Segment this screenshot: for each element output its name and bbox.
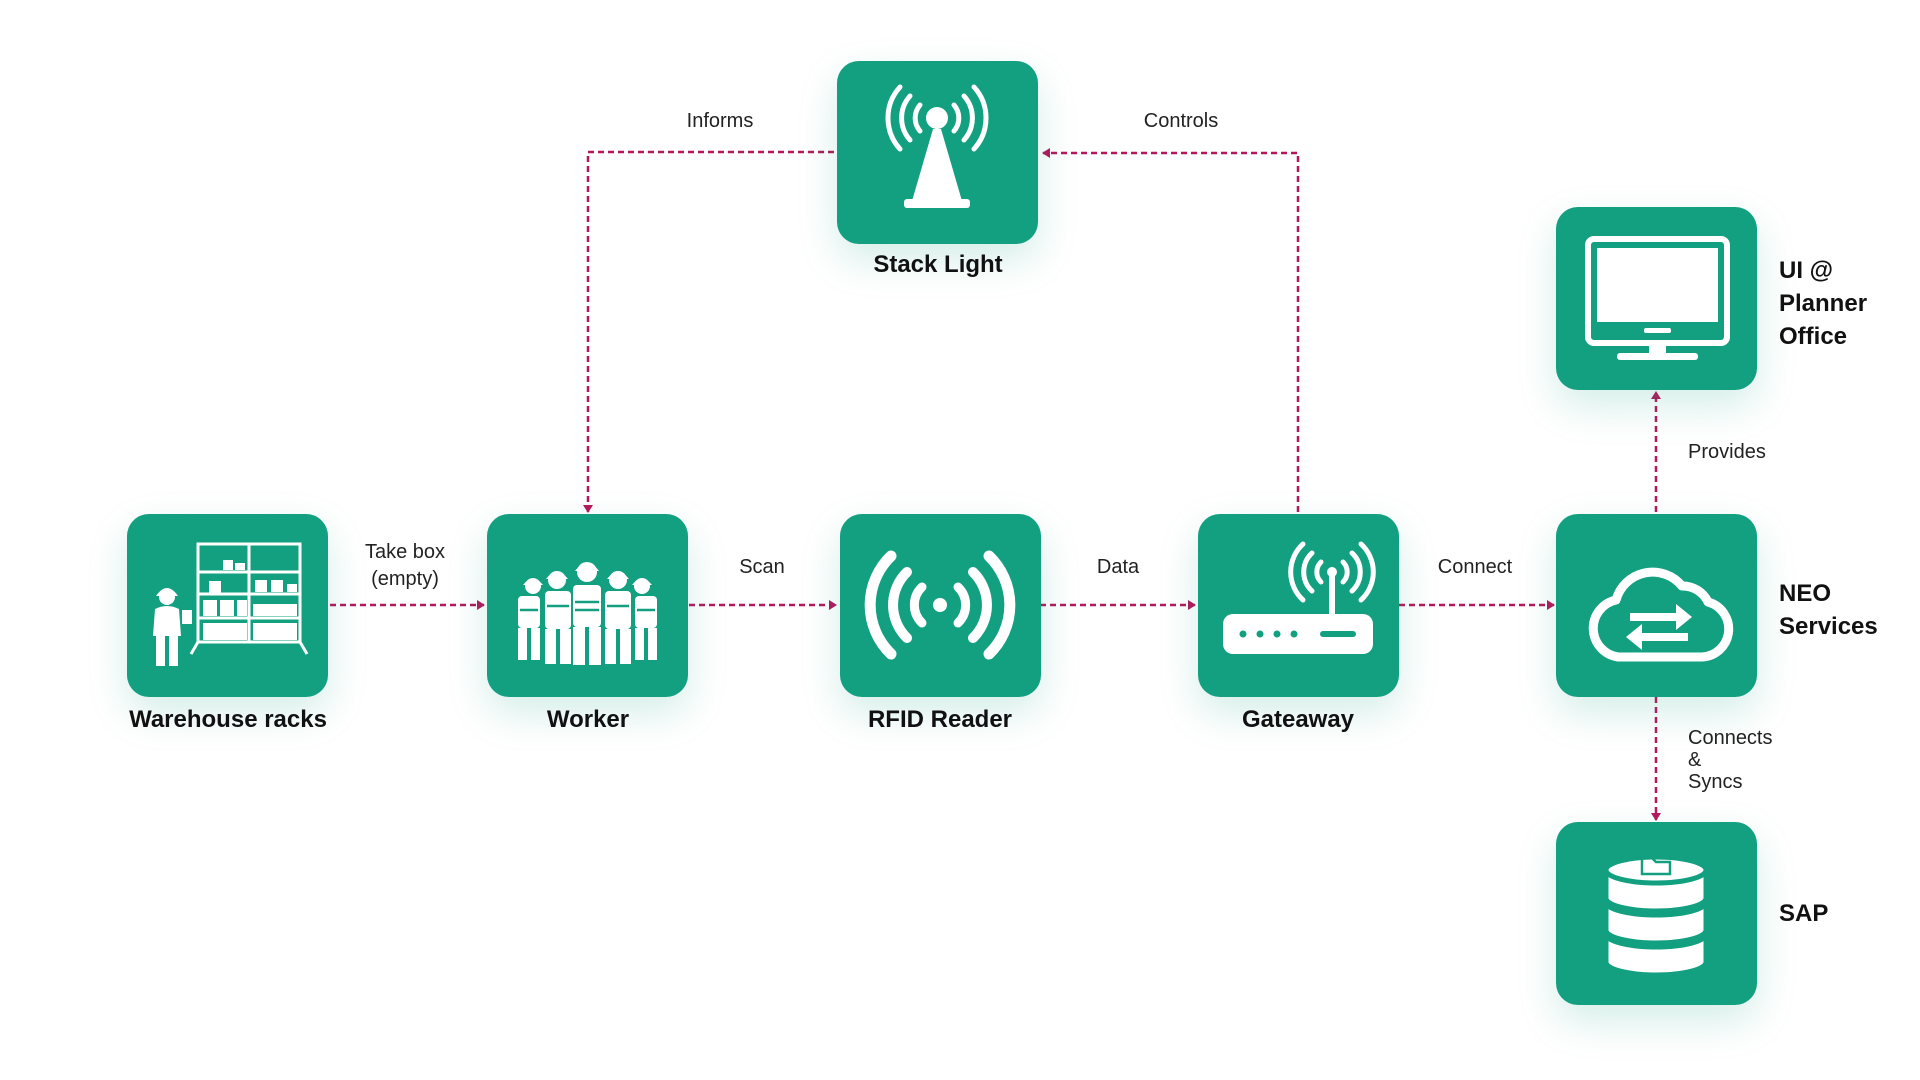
warehouse-worker-icon [127,514,328,697]
neo-services-label-line: Services [1779,613,1878,640]
rfid-signal-icon [840,514,1041,697]
rfid-reader-node [840,514,1041,697]
gateway-label: Gateaway [1241,706,1355,733]
gateway-node [1198,514,1399,697]
edge-label-line: Take box [364,541,446,563]
edge-label-line: Syncs [1688,771,1743,793]
sap-node [1556,822,1757,1005]
edge-label-controls: Controls [1143,110,1219,132]
arrow-stacklight-to-worker [583,150,834,513]
ui-planner-label-line: Office [1779,323,1848,350]
edge-label-line: (empty) [371,568,439,590]
edge-label-informs: Informs [686,110,754,132]
edge-label-scan: Scan [739,556,785,578]
edge-label-connect: Connect [1437,556,1513,578]
workers-group-icon [487,514,688,697]
neo-services-label-line: NEO [1779,580,1832,607]
edge-label-data: Data [1096,556,1140,578]
warehouse-racks-node [127,514,328,697]
worker-node [487,514,688,697]
router-icon [1198,514,1399,697]
arrow-gateway-to-stacklight [1042,148,1300,512]
stack-light-label: Stack Light [873,251,1003,278]
edge-label-line: & [1688,749,1702,771]
cloud-sync-icon [1556,514,1757,697]
sap-label: SAP [1779,900,1829,927]
ui-planner-label-line: UI @ [1779,257,1834,284]
edge-label-take-box: Take box (empty) [365,541,445,591]
database-icon [1556,822,1757,1005]
edge-label-line: Connects [1688,727,1773,749]
neo-services-node [1556,514,1757,697]
neo-services-label: NEO Services [1779,577,1878,643]
worker-label: Worker [546,706,630,733]
ui-planner-label-line: Planner [1779,290,1868,317]
stack-light-node [837,61,1038,244]
edge-label-connects-syncs: Connects & Syncs [1688,727,1773,793]
edge-label-provides: Provides [1688,441,1766,463]
ui-planner-node [1556,207,1757,390]
warehouse-racks-label: Warehouse racks [129,706,327,733]
rfid-reader-label: RFID Reader [867,706,1013,733]
monitor-icon [1556,207,1757,390]
ui-planner-label: UI @ Planner Office [1779,254,1867,353]
antenna-tower-icon [837,61,1038,244]
